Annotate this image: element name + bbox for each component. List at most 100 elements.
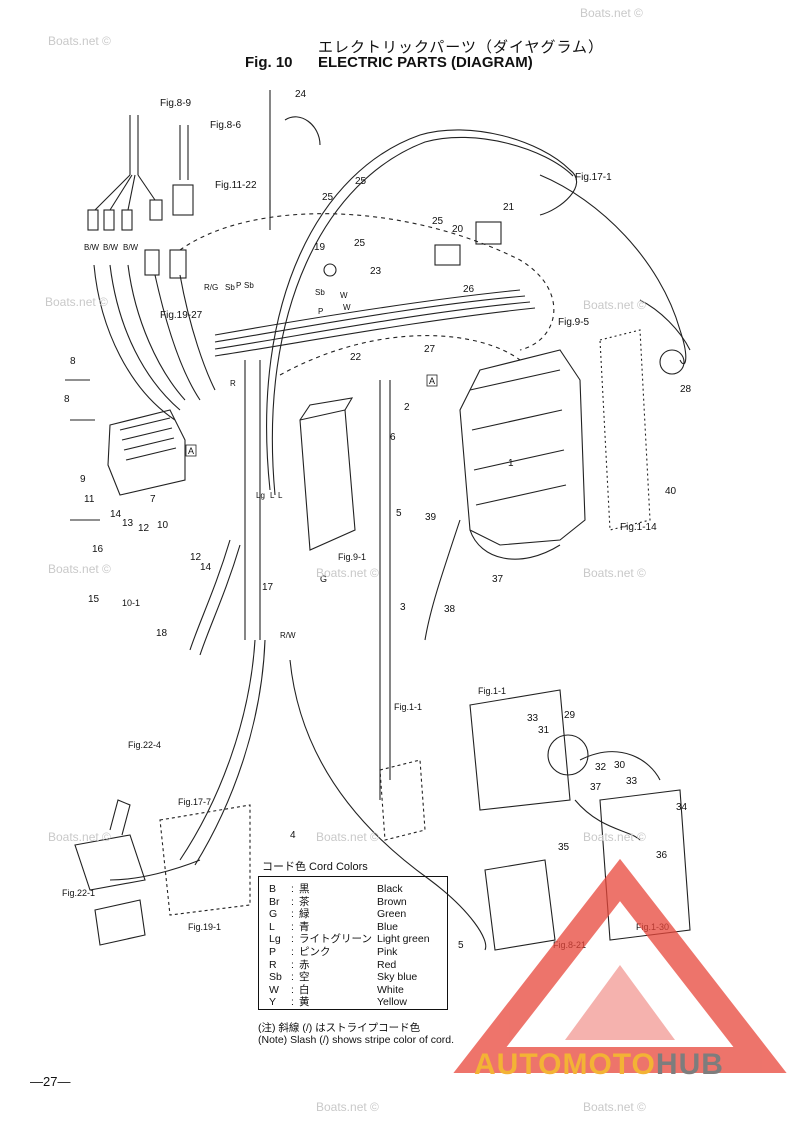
legend-code: B bbox=[269, 883, 277, 895]
diagram-label: 35 bbox=[558, 842, 570, 853]
diagram-label: 14 bbox=[200, 562, 212, 573]
watermark-text: Boats.net © bbox=[316, 566, 379, 580]
diagram-label: Fig.11-22 bbox=[215, 180, 257, 191]
diagram-label: 10-1 bbox=[122, 598, 140, 608]
diagram-label: 32 bbox=[595, 762, 607, 773]
legend-jp: 茶 bbox=[299, 895, 310, 908]
diagram-label: Fig.1-14 bbox=[620, 522, 657, 533]
legend-en: Blue bbox=[377, 920, 399, 933]
diagram-label: 17 bbox=[262, 582, 274, 593]
legend-en: Brown bbox=[377, 895, 407, 908]
diagram-label: Fig.9-5 bbox=[558, 317, 590, 328]
legend-code: P bbox=[269, 946, 277, 958]
diagram-label: 4 bbox=[290, 830, 296, 841]
diagram-label: 39 bbox=[425, 512, 437, 523]
diagram-label: 16 bbox=[92, 544, 104, 555]
diagram-label: 5 bbox=[396, 508, 402, 519]
diagram-label: 10 bbox=[157, 520, 169, 531]
diagram-label: B/W bbox=[123, 243, 139, 252]
diagram-label: 37 bbox=[590, 782, 602, 793]
legend-jp: 黒 bbox=[299, 883, 310, 895]
diagram-label: 8 bbox=[70, 356, 76, 367]
diagram-label: P bbox=[236, 281, 241, 290]
diagram-label: Fig.8-9 bbox=[160, 98, 192, 109]
legend-jp: ピンク bbox=[299, 946, 331, 958]
legend-code: Y bbox=[269, 996, 277, 1009]
legend-code: Sb bbox=[269, 971, 282, 984]
diagram-label: 7 bbox=[150, 494, 156, 505]
legend-jp: 空 bbox=[299, 971, 310, 984]
diagram-label: 25 bbox=[322, 192, 334, 203]
diagram-label: 20 bbox=[452, 224, 464, 235]
diagram-label: Fig.22-1 bbox=[62, 888, 95, 898]
diagram-label: Fig.17-7 bbox=[178, 797, 211, 807]
figure-number: Fig. 10 bbox=[245, 54, 293, 71]
diagram-label: 30 bbox=[614, 760, 626, 771]
watermark-text: Boats.net © bbox=[316, 1100, 379, 1114]
brand-wordmark: AUTOMOTOHUB bbox=[474, 1048, 724, 1082]
legend-en: Light green bbox=[377, 933, 430, 946]
diagram-label: A bbox=[188, 446, 194, 456]
legend-jp: 緑 bbox=[299, 908, 310, 921]
diagram-label: A bbox=[429, 376, 435, 386]
legend-header: コード色 Cord Colors bbox=[262, 861, 368, 873]
diagram-label: L bbox=[270, 491, 275, 500]
diagram-label: 27 bbox=[424, 344, 436, 355]
diagram-label: 6 bbox=[390, 432, 396, 443]
page-number: —27— bbox=[30, 1074, 71, 1089]
diagram-label: 31 bbox=[538, 725, 550, 736]
diagram-label: Fig.22-4 bbox=[128, 740, 161, 750]
legend-code: R bbox=[269, 958, 277, 971]
diagram-label: 25 bbox=[355, 176, 367, 187]
diagram-label: R/W bbox=[280, 631, 296, 640]
legend-jp: 黄 bbox=[299, 996, 310, 1009]
diagram-label: Fig.19-1 bbox=[188, 922, 221, 932]
legend-jp: 青 bbox=[299, 920, 310, 933]
legend-code: L bbox=[269, 920, 275, 933]
diagram-label: 12 bbox=[190, 552, 202, 563]
diagram-label: G bbox=[320, 574, 327, 584]
watermark-text: Boats.net © bbox=[583, 298, 646, 312]
legend-en: Sky blue bbox=[377, 971, 418, 984]
title-english: ELECTRIC PARTS (DIAGRAM) bbox=[318, 54, 533, 71]
legend-en: White bbox=[377, 983, 404, 996]
diagram-label: B/W bbox=[103, 243, 119, 252]
diagram-label: 14 bbox=[110, 509, 122, 520]
title-japanese: エレクトリックパーツ（ダイヤグラム） bbox=[318, 39, 605, 56]
diagram-label: W bbox=[340, 291, 348, 300]
diagram-label: Fig.8-6 bbox=[210, 120, 242, 131]
watermark-text: Boats.net © bbox=[580, 6, 643, 20]
diagram-label: 18 bbox=[156, 628, 168, 639]
diagram-label: 13 bbox=[122, 518, 134, 529]
legend-jp: 赤 bbox=[299, 958, 310, 971]
diagram-label: 11 bbox=[84, 494, 95, 505]
diagram-label: 33 bbox=[527, 713, 539, 724]
diagram-label: 25 bbox=[354, 238, 366, 249]
diagram-label: 5 bbox=[458, 940, 464, 951]
legend-en: Black bbox=[377, 883, 403, 895]
diagram-label: Fig.1-1 bbox=[394, 702, 422, 712]
diagram-label: 22 bbox=[350, 352, 362, 363]
diagram-label: 3 bbox=[400, 602, 406, 613]
diagram-label: Fig.19-27 bbox=[160, 310, 203, 321]
diagram-label: 26 bbox=[463, 284, 475, 295]
diagram-label: 36 bbox=[656, 850, 668, 861]
diagram-label: 38 bbox=[444, 604, 456, 615]
diagram-label: 19 bbox=[314, 242, 326, 253]
legend-en: Pink bbox=[377, 946, 398, 958]
brand-part2: HUB bbox=[655, 1048, 724, 1081]
legend-jp: ライトグリーン bbox=[299, 933, 372, 946]
diagram-label: W bbox=[343, 303, 351, 312]
diagram-label: 28 bbox=[680, 384, 692, 395]
diagram-label: B/W bbox=[84, 243, 100, 252]
diagram-label: 29 bbox=[564, 710, 576, 721]
